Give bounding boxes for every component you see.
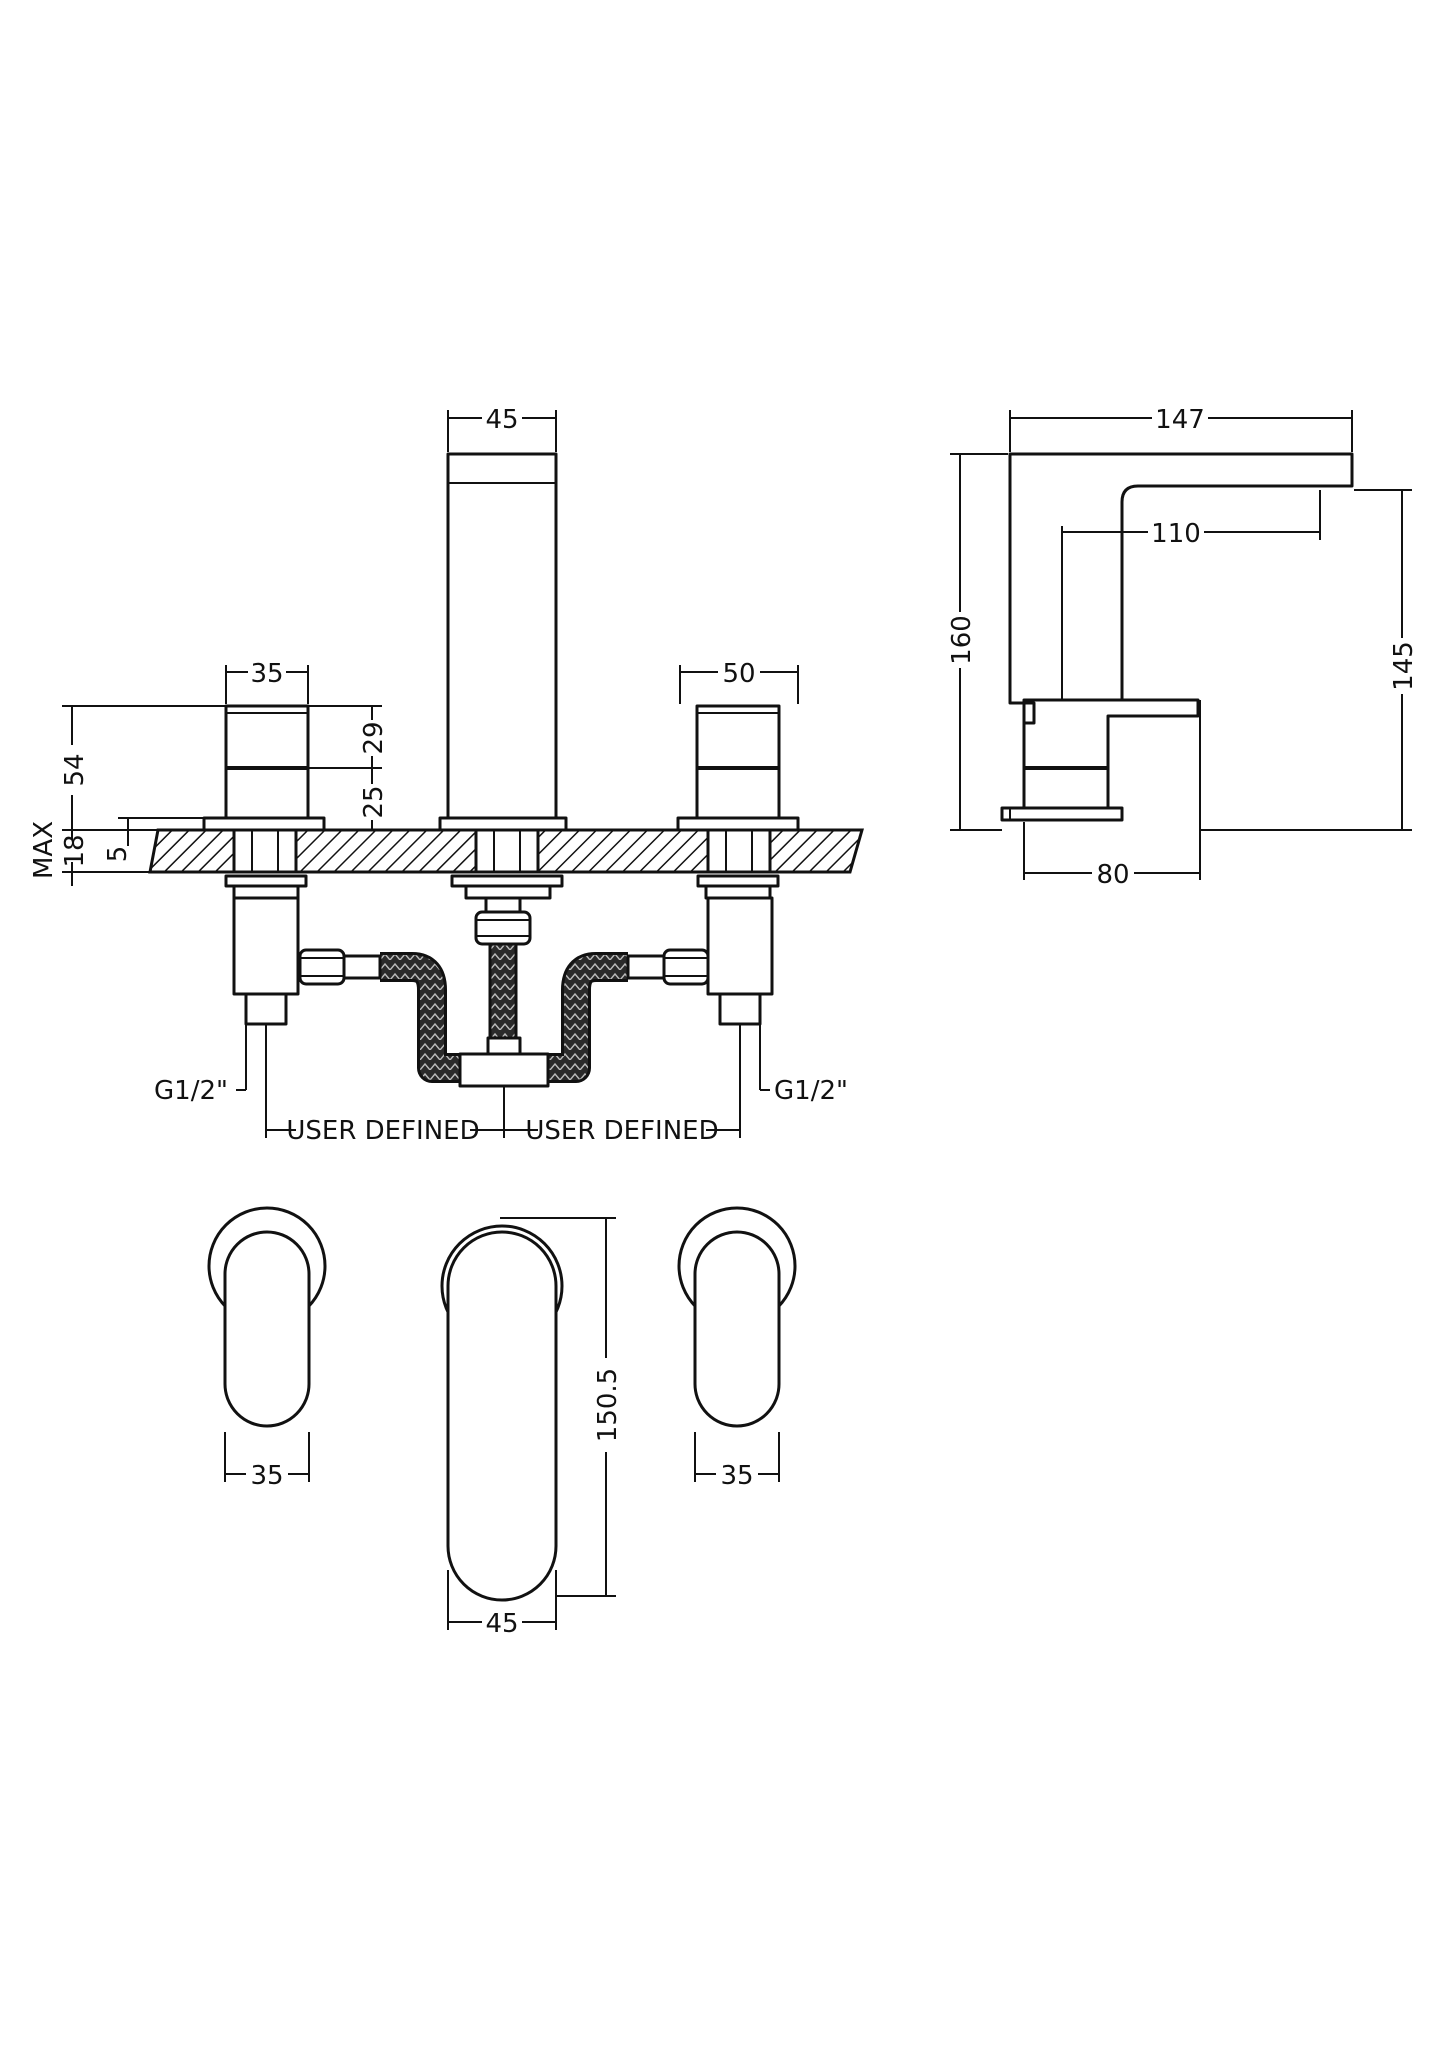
label-side-outlet-height: 145 <box>1389 641 1419 691</box>
top-view: 35 35 150.5 45 <box>207 1206 797 1639</box>
dim-plan-spout-length <box>500 1217 616 1597</box>
dim-plan-spout-width <box>447 1570 557 1630</box>
label-left-handle-width: 35 <box>250 659 283 689</box>
side-spout-profile <box>1008 452 1354 705</box>
label-thread-left: G1/2" <box>154 1076 228 1106</box>
plan-spout <box>440 1224 564 1602</box>
dim-side-total-height <box>950 453 1008 831</box>
dim-handle-upper-lower <box>308 705 382 830</box>
dim-plan-left-handle-width <box>224 1432 310 1482</box>
label-side-total-projection: 147 <box>1155 405 1205 435</box>
dim-handle-total-height <box>62 705 226 830</box>
label-spout-width: 45 <box>485 405 518 435</box>
label-spacing-left: USER DEFINED <box>286 1116 479 1146</box>
label-plan-spout-width: 45 <box>485 1609 518 1639</box>
right-handle <box>676 704 800 832</box>
label-side-spout-projection: 110 <box>1151 519 1201 549</box>
label-handle-lower-height: 25 <box>359 785 389 818</box>
label-plan-left-handle-width: 35 <box>250 1461 283 1491</box>
left-shank-nut <box>232 828 298 874</box>
label-right-handle-width: 50 <box>722 659 755 689</box>
dim-side-base-depth <box>1023 700 1201 880</box>
label-thread-right: G1/2" <box>774 1076 848 1106</box>
dim-deck-thickness <box>62 817 204 886</box>
dim-right-handle-width <box>679 665 799 704</box>
left-valve-body <box>232 896 382 1026</box>
right-valve-body <box>626 896 774 1026</box>
label-spacing-right: USER DEFINED <box>525 1116 718 1146</box>
dim-side-outlet-height <box>1200 489 1412 831</box>
label-deck-max: MAX <box>29 821 59 879</box>
plan-left-handle <box>207 1206 327 1428</box>
spout-shank-nut <box>474 828 540 874</box>
tee-connector <box>458 1052 550 1088</box>
dim-side-total-projection <box>1009 410 1353 452</box>
dim-left-handle-width <box>225 665 309 704</box>
right-shank-nut <box>706 828 772 874</box>
label-plan-right-handle-width: 35 <box>720 1461 753 1491</box>
dim-inlet-spacing <box>236 1024 770 1138</box>
front-view: 45 35 50 54 <box>29 405 864 1146</box>
side-view: 147 110 160 145 <box>947 405 1419 890</box>
dim-side-spout-projection <box>1061 490 1321 700</box>
plan-right-handle <box>677 1206 797 1428</box>
label-side-base-depth: 80 <box>1096 860 1129 890</box>
side-base-plate <box>1000 806 1124 822</box>
label-base-plate: 5 <box>103 846 133 863</box>
side-lever <box>1022 698 1200 810</box>
label-handle-total-height: 54 <box>60 753 90 786</box>
label-handle-upper-height: 29 <box>359 721 389 754</box>
spout-body <box>438 452 568 832</box>
label-plan-spout-length: 150.5 <box>593 1368 623 1442</box>
left-handle <box>202 704 326 832</box>
label-deck-thickness: 18 <box>60 834 90 867</box>
dim-plan-right-handle-width <box>694 1432 780 1482</box>
label-side-total-height: 160 <box>947 615 977 665</box>
dim-spout-width <box>447 410 557 452</box>
